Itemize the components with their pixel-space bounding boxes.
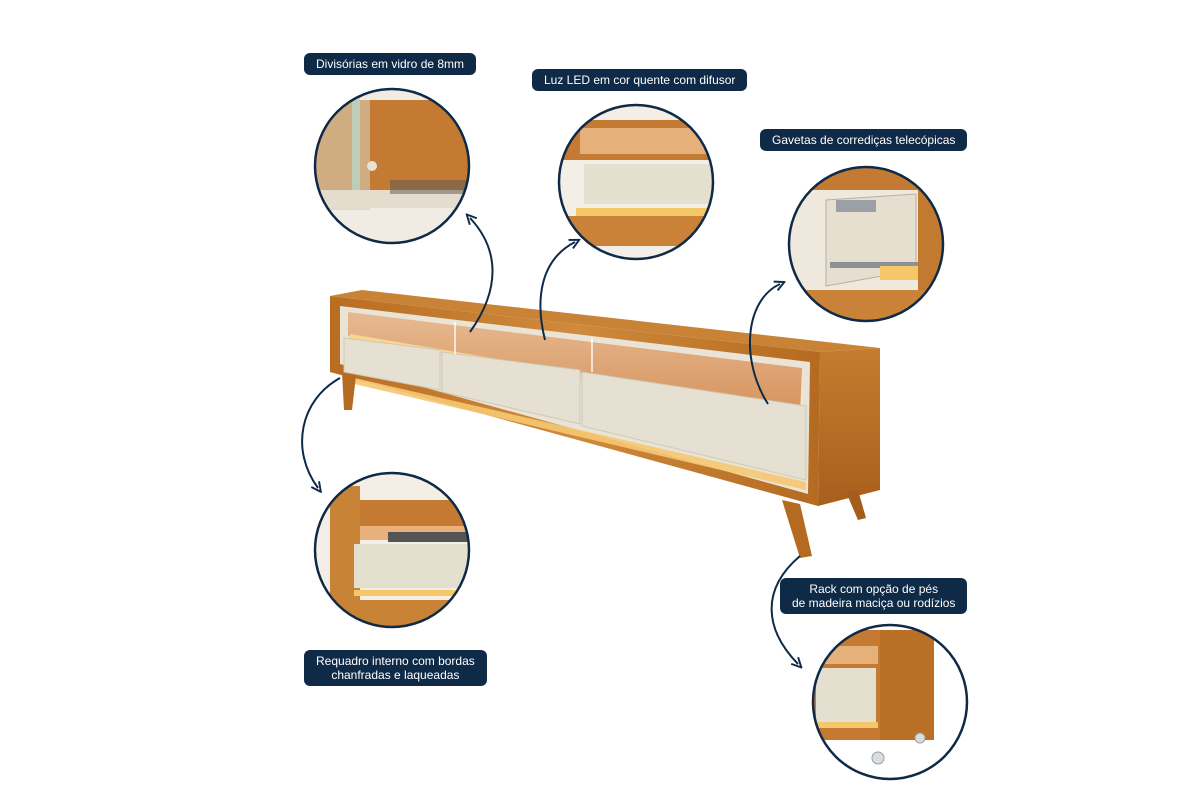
callout-drawers-text: Gavetas de corrediças telecópicas [772, 133, 956, 147]
drawer-3 [581, 371, 807, 481]
callout-legs-line2: de madeira maciça ou rodízios [792, 596, 956, 610]
leg-front-left [342, 372, 356, 410]
callout-glass-text: Divisórias em vidro de 8mm [316, 57, 465, 71]
arrow-drawers [749, 284, 780, 405]
detail-circle-drawers [787, 165, 945, 323]
arrow-frame [301, 377, 341, 488]
leg-back-right [846, 490, 866, 520]
callout-glass-dividers: Divisórias em vidro de 8mm [304, 53, 477, 75]
callout-frame-line2: chanfradas e laqueadas [331, 668, 460, 682]
callout-led-text: Luz LED em cor quente com difusor [544, 73, 736, 87]
drawer-2 [441, 351, 581, 425]
tv-rack [330, 290, 880, 558]
detail-circle-casters [811, 623, 969, 781]
callout-inner-frame: Requadro interno com bordas chanfradas e… [304, 650, 487, 686]
callout-drawer-slides: Gavetas de corrediças telecópicas [760, 129, 968, 151]
arrow-led [539, 242, 575, 341]
rack-top [330, 290, 880, 352]
callout-legs-line1: Rack com opção de pés [809, 582, 939, 596]
leg-front-right [782, 500, 812, 558]
arrow-casters [770, 555, 800, 664]
detail-circle-led [557, 103, 715, 261]
bottom-led [346, 376, 806, 490]
callout-frame-line1: Requadro interno com bordas [316, 654, 475, 668]
rack-right-side [818, 348, 880, 506]
callout-led-light: Luz LED em cor quente com difusor [532, 69, 748, 91]
detail-circle-glass [313, 87, 471, 245]
callout-legs-casters: Rack com opção de pés de madeira maciça … [780, 578, 968, 614]
detail-circle-frame [313, 471, 471, 629]
arrow-glass [470, 218, 494, 333]
drawer-1 [343, 337, 441, 391]
